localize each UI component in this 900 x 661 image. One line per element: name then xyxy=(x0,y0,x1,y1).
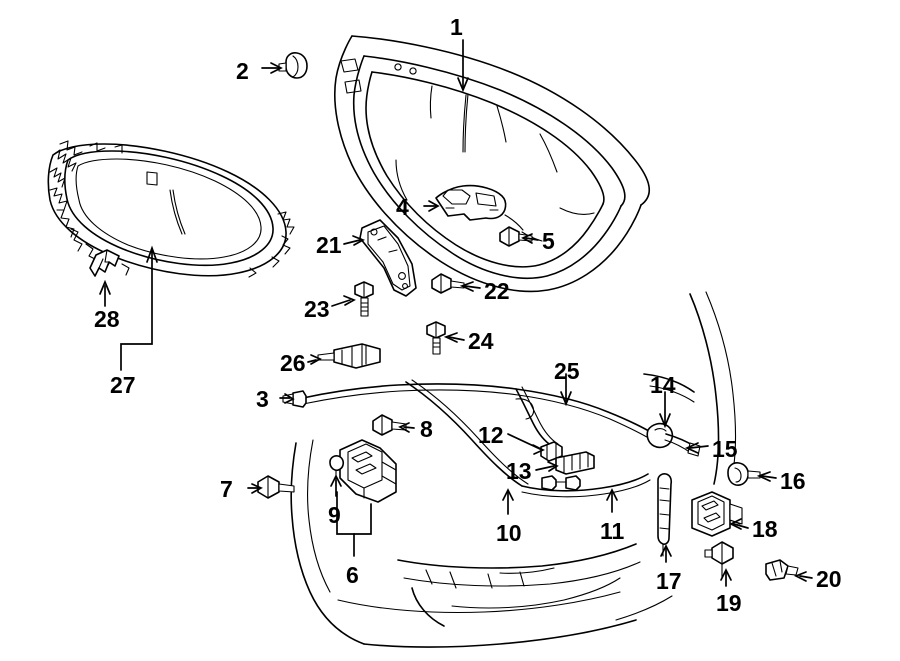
callout-11: 11 xyxy=(600,518,625,544)
callout-9: 9 xyxy=(328,502,341,528)
callout-24: 24 xyxy=(468,328,494,354)
part-2-bumper xyxy=(278,52,308,79)
callout-4: 4 xyxy=(396,194,409,220)
leader-lines xyxy=(99,39,813,587)
part-8-bolt xyxy=(372,414,407,436)
part-28-emblem xyxy=(89,249,120,277)
part-18-secondary-latch xyxy=(691,491,743,537)
part-13-cable-bracket xyxy=(555,451,595,475)
part-7-bolt xyxy=(257,475,295,499)
callout-5: 5 xyxy=(542,228,555,254)
part-27-hood-insulator xyxy=(47,140,295,278)
part-19-bolt xyxy=(704,541,734,579)
callout-14: 14 xyxy=(650,372,676,398)
callout-18: 18 xyxy=(752,516,778,542)
callout-7: 7 xyxy=(220,476,233,502)
part-4-latch-striker xyxy=(435,184,507,221)
hood-release-cable xyxy=(282,379,655,498)
callout-12: 12 xyxy=(478,422,504,448)
part-17-support-rod xyxy=(657,473,673,557)
callout-19: 19 xyxy=(716,590,742,616)
part-16-grommet xyxy=(727,462,761,486)
hood-panel xyxy=(333,35,651,293)
callout-22: 22 xyxy=(484,278,510,304)
part-26-cable-clip xyxy=(317,343,381,369)
callout-28: 28 xyxy=(94,306,120,332)
callout-10: 10 xyxy=(496,520,522,546)
callout-20: 20 xyxy=(816,566,842,592)
callout-17: 17 xyxy=(656,568,682,594)
callout-16: 16 xyxy=(780,468,806,494)
callout-13: 13 xyxy=(506,458,532,484)
part-6-hood-latch-assembly xyxy=(339,439,397,503)
callout-27: 27 xyxy=(110,372,136,398)
part-24-bolt xyxy=(426,321,446,355)
part-23-bolt xyxy=(354,281,374,317)
part-21-hood-hinge xyxy=(359,219,417,297)
callout-15: 15 xyxy=(712,436,738,462)
callout-23: 23 xyxy=(304,296,330,322)
vehicle-front-body xyxy=(290,291,737,648)
callout-25: 25 xyxy=(554,358,580,384)
callout-6: 6 xyxy=(346,562,359,588)
part-13-cable-ferrules xyxy=(541,475,581,491)
callout-2: 2 xyxy=(236,58,249,84)
callout-21: 21 xyxy=(316,232,342,258)
part-22-bolt xyxy=(431,273,465,294)
callout-26: 26 xyxy=(280,350,306,376)
callout-8: 8 xyxy=(420,416,433,442)
part-20-clip xyxy=(765,559,799,581)
callout-1: 1 xyxy=(450,14,463,40)
callout-3: 3 xyxy=(256,386,269,412)
